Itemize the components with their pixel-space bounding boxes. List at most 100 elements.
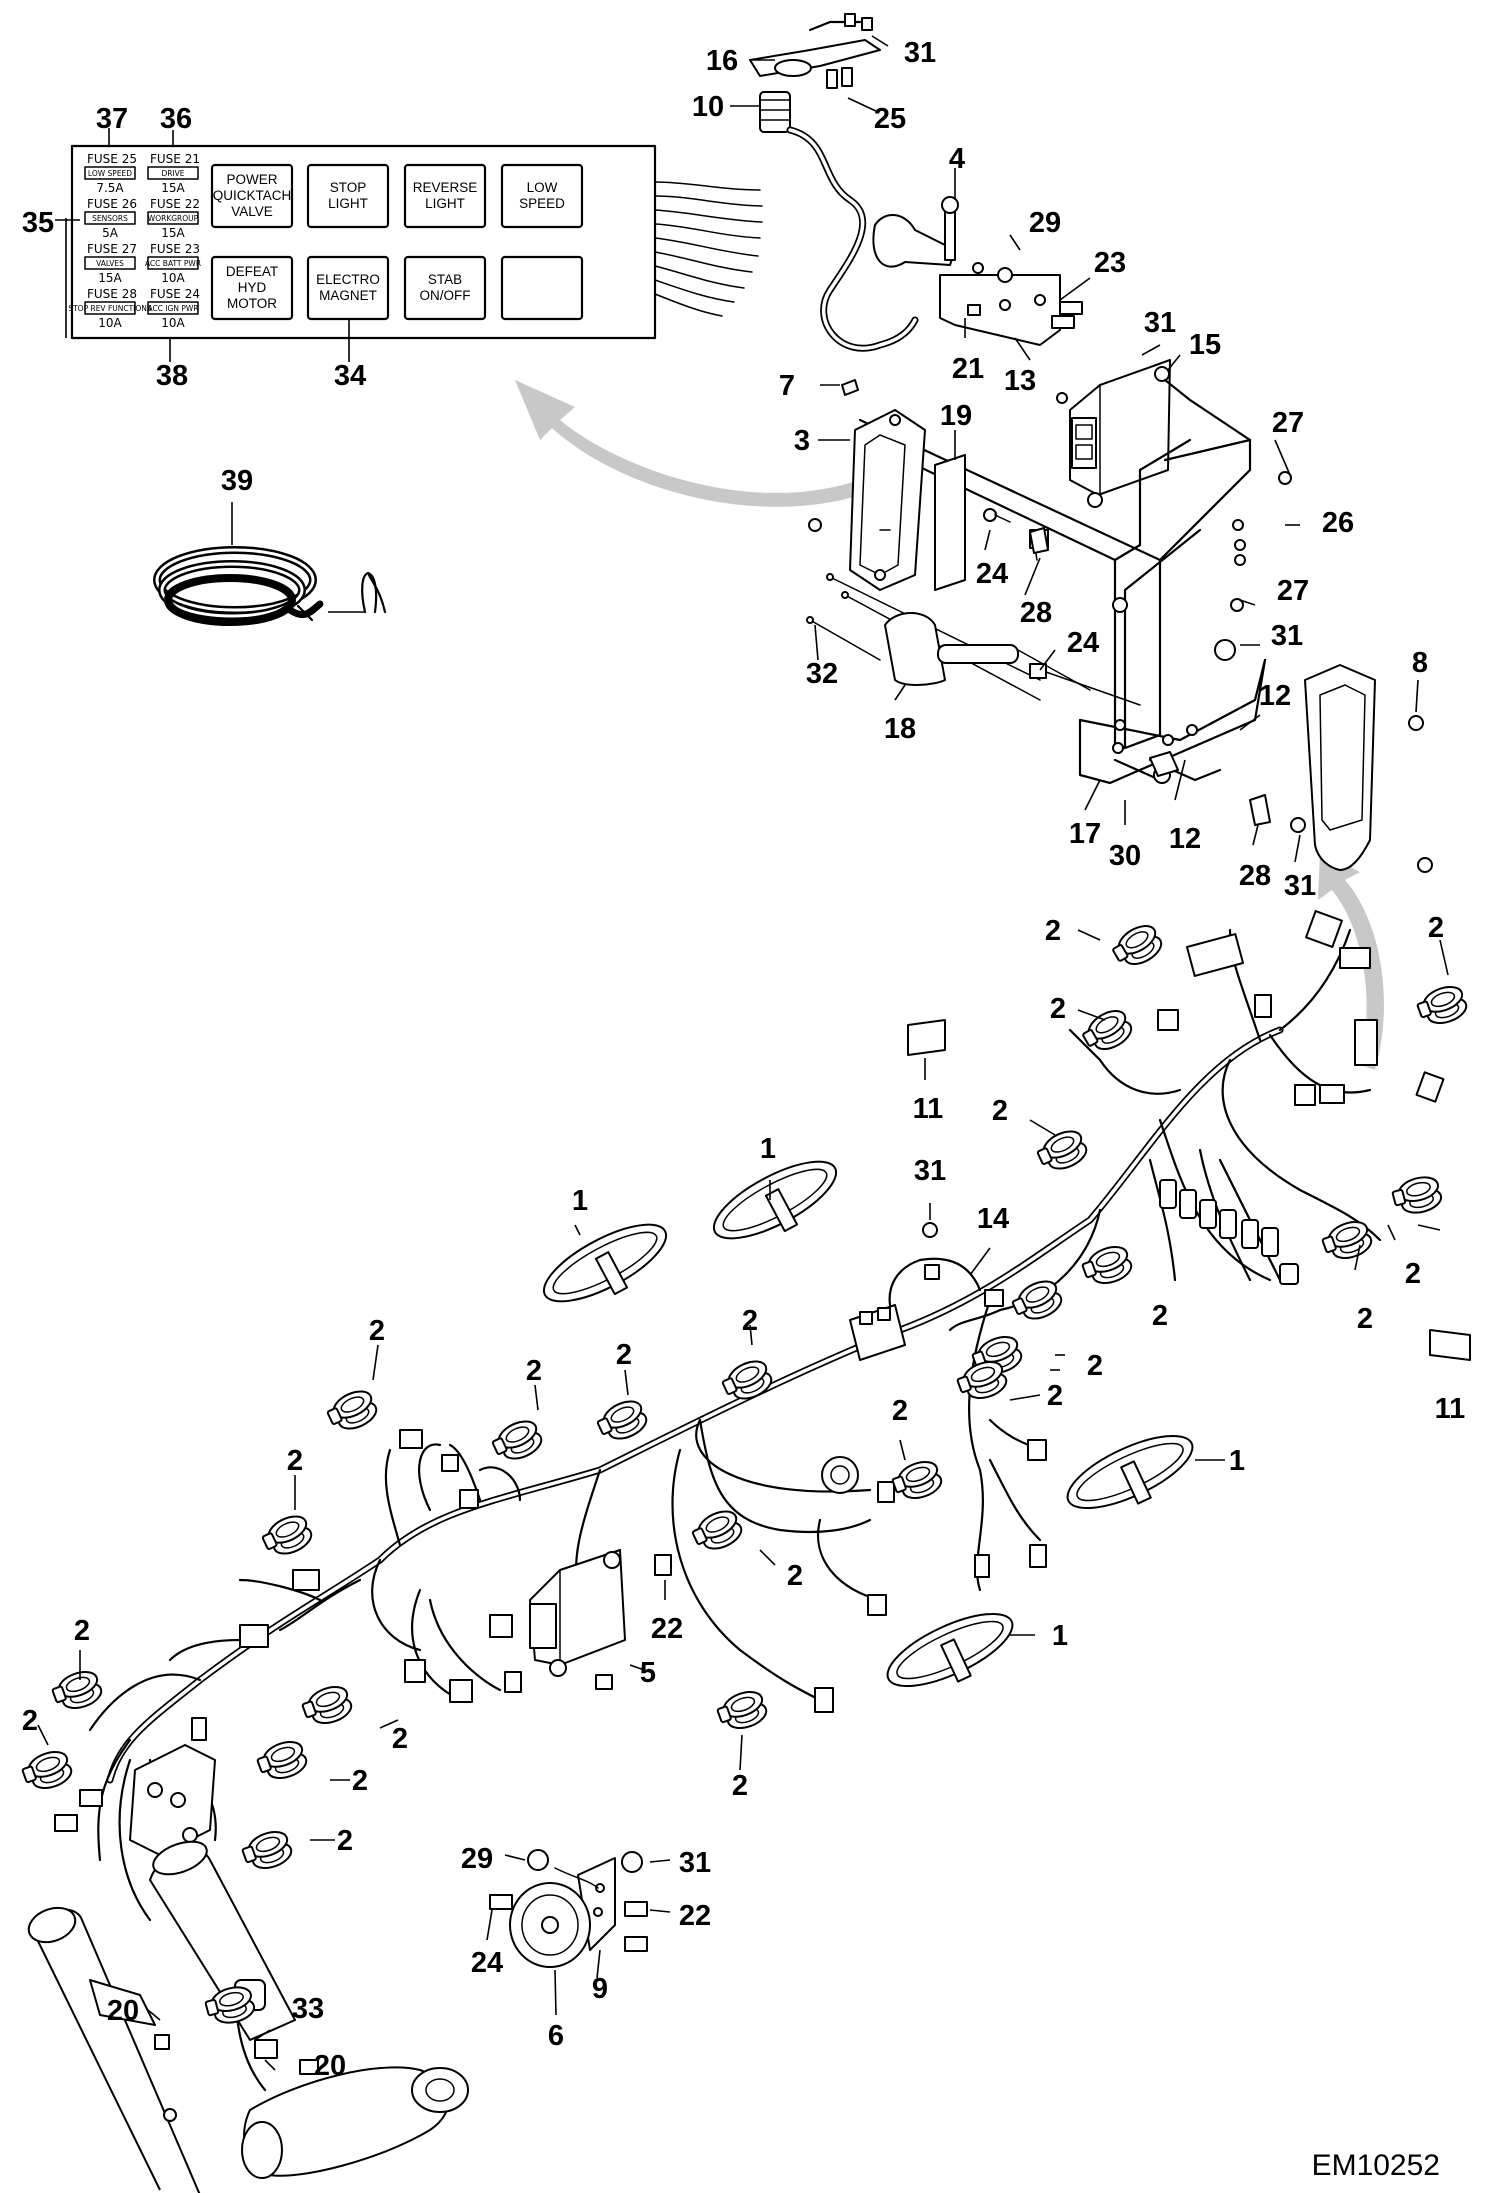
callout-c11b: 11 [1435,1393,1466,1425]
callout-c15: 15 [1189,329,1221,361]
relay-box [306,163,390,229]
callout-c2h: 2 [369,1315,385,1347]
hose-clamp [1391,1176,1443,1214]
fuse-tag: ACC BATT PWR [145,259,201,268]
callout-c2s: 2 [22,1705,38,1737]
relay-box [403,255,487,321]
callout-c21: 21 [952,353,984,385]
callout-c6: 6 [548,2020,564,2052]
hose-clamp [51,1670,103,1710]
callout-c33: 33 [292,1993,324,2025]
relay-label: MOTOR [227,296,277,311]
relay-label: STOP [330,180,367,195]
callout-c27a: 27 [1272,407,1304,439]
hose-clamp [721,1360,773,1400]
fuse-tag: DRIVE [161,169,184,178]
callout-c17: 17 [1069,818,1101,850]
callout-c2t: 2 [392,1723,408,1755]
fuse-7: FUSE 28 STOP REV FUNCTIONS 10A [68,287,152,330]
callout-c1b: 1 [572,1185,588,1217]
relay-label: HYD [238,280,267,295]
callout-c31f: 31 [679,1847,711,1879]
callout-c2m: 2 [1087,1350,1103,1382]
callout-c2k: 2 [742,1305,758,1337]
mounting-bracket-assembly [749,13,1433,873]
callout-c1c: 1 [1229,1445,1245,1477]
fuse-label: FUSE 24 [150,287,200,301]
fuse-tag-box [147,301,199,315]
callout-c35: 35 [22,207,54,239]
decal-label [1429,1329,1471,1361]
hose-clamp [1112,924,1163,966]
fuse-tag-box [147,256,199,270]
callout-c5: 5 [640,1657,656,1689]
callout-c2a: 2 [1045,915,1061,947]
hose-clamp [691,1510,743,1550]
callout-c16: 16 [706,45,738,77]
fuse-rating: 15A [98,271,122,285]
hose-clamp [21,1750,73,1790]
relay-label: LIGHT [328,196,368,211]
fuse-label: FUSE 23 [150,242,200,256]
fuse-tag-box [84,256,136,270]
callout-c36: 36 [160,103,192,135]
decal-label [907,1019,946,1056]
relay-box [306,255,390,321]
fuse-rating: 10A [161,316,185,330]
relay-label: REVERSE [413,180,478,195]
callout-c29a: 29 [1029,207,1061,239]
hose-clamp [1011,1280,1063,1320]
hose-clamp [1081,1245,1133,1285]
callout-c31b: 31 [1144,307,1176,339]
fuse-tag-box [84,166,136,180]
fuse-label: FUSE 26 [87,197,137,211]
callout-c2v: 2 [732,1770,748,1802]
hose-clamp [1416,985,1468,1025]
callout-c2f: 2 [1357,1303,1373,1335]
fuse-tag: ACC IGN PWR [147,304,198,313]
fuse-tag-box [84,211,136,225]
callout-c37: 37 [96,103,128,135]
hose-clamp [204,1986,256,2024]
callout-c10: 10 [692,91,724,123]
fuse-label: FUSE 28 [87,287,137,301]
fuse-rating: 10A [98,316,122,330]
hose-clamp [716,1690,768,1730]
fuse-rating: 15A [161,226,185,240]
hose-clamp [256,1740,308,1780]
hose-clamp [1036,1130,1088,1170]
hose-clamp [1082,1009,1133,1051]
callout-c22a: 22 [651,1613,683,1645]
relay-label: VALVE [231,204,273,219]
callout-c2r: 2 [74,1615,90,1647]
callout-c1a: 1 [760,1133,776,1165]
fuse-8: FUSE 24 ACC IGN PWR 10A [147,287,200,330]
callout-c31a: 31 [904,37,936,69]
hose-clamp [596,1400,648,1440]
callout-c2g: 2 [1152,1300,1168,1332]
hose-clamps [21,924,1468,2024]
relay-label: LIGHT [425,196,465,211]
callout-c8: 8 [1412,647,1428,679]
callout-c2e: 2 [1405,1258,1421,1290]
callout-c2l: 2 [287,1445,303,1477]
fuse-tag: STOP REV FUNCTIONS [68,304,152,313]
callout-c20a: 20 [107,1995,139,2027]
cable-ties [542,1160,1194,1688]
callout-c2d: 2 [1428,912,1444,944]
callout-leaders [37,35,1449,2071]
fuse-tag: SENSORS [92,214,128,223]
callout-c9: 9 [592,1973,608,2005]
callout-c30: 30 [1109,840,1141,872]
callout-c2q: 2 [287,1445,303,1477]
